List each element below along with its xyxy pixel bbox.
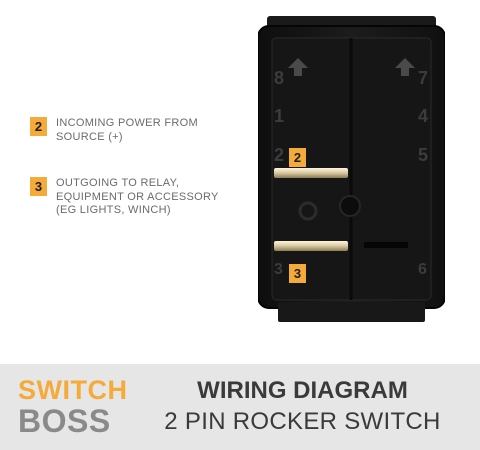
legend-text-line: OUTGOING TO RELAY, [56,177,180,189]
rocker-switch-image: 8 1 2 3 7 4 5 6 [258,16,445,323]
up-arrow-icon [288,58,308,76]
number-badge: 3 [30,177,47,196]
brand-logo-line1: SWITCH [18,375,128,405]
switch-bottom-tab [278,302,425,322]
pin-badge-3: 3 [289,264,306,283]
footer-headline: WIRING DIAGRAM 2 PIN ROCKER SWITCH [140,376,465,438]
legend-text-line: EQUIPMENT OR ACCESSORY [56,190,219,203]
legend-text: OUTGOING TO RELAY, EQUIPMENT OR ACCESSOR… [56,177,219,218]
diagram-title: WIRING DIAGRAM [197,377,408,404]
terminal-label: 5 [418,145,428,165]
terminal-pin [274,241,348,251]
terminal-label: 6 [418,261,427,278]
legend-text: INCOMING POWER FROM SOURCE (+) [56,117,198,144]
terminal-label: 4 [418,106,428,126]
legend-text-line: INCOMING POWER FROM [56,117,198,129]
legend-item-outgoing: 3 OUTGOING TO RELAY, EQUIPMENT OR ACCESS… [30,177,219,218]
legend-text-line: (EG LIGHTS, WINCH) [56,204,171,216]
terminal-label: 7 [418,68,428,88]
brand-logo-line2: BOSS [18,403,111,439]
legend-item-incoming-power: 2 INCOMING POWER FROM SOURCE (+) [30,117,198,144]
terminal-label: 2 [274,145,284,165]
pin-badge-2: 2 [289,148,306,167]
terminal-label: 1 [274,106,284,126]
molded-circle-detail [298,201,318,221]
diagram-subtitle: 2 PIN ROCKER SWITCH [164,408,441,435]
brand-logo: SWITCH BOSS [18,375,128,439]
terminal-label: 8 [274,68,284,88]
number-badge: 2 [30,117,47,136]
up-arrow-icon [395,58,415,76]
rocker-switch-illustration: 8 1 2 3 7 4 5 6 [258,16,445,322]
molded-circle-detail [339,195,361,217]
terminal-slot [364,242,408,248]
terminal-label: 3 [274,261,283,278]
terminal-pin [274,168,348,178]
legend-text-line: SOURCE (+) [56,130,123,143]
footer-banner: SWITCH BOSS WIRING DIAGRAM 2 PIN ROCKER … [0,364,480,450]
